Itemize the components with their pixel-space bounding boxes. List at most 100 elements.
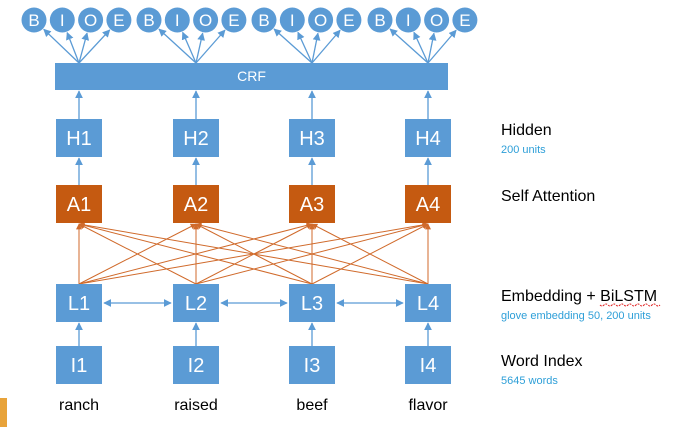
attention-arrow: [311, 223, 429, 285]
tag-arrow: [78, 29, 111, 64]
embedding-box: L2: [173, 284, 219, 322]
attention-arrow: [78, 223, 197, 285]
tag-arrow: [427, 29, 457, 64]
tag-circle-shape: [106, 7, 132, 33]
index-title: Word Index: [501, 353, 583, 370]
tag-circle: B: [367, 7, 393, 33]
attention-box-label: A4: [416, 194, 440, 216]
index-box-label: I3: [304, 355, 321, 377]
index-box: I3: [289, 346, 335, 384]
tag-arrow: [158, 28, 197, 64]
tag-circle-shape: [367, 7, 393, 33]
tag-arrow: [297, 31, 313, 64]
attention-box: A3: [289, 185, 335, 223]
index-subtitle: 5645 words: [501, 375, 558, 387]
index-box-label: I4: [420, 355, 437, 377]
attention-box-rect: [289, 185, 335, 223]
attention-box: A2: [173, 185, 219, 223]
tag-circle: I: [164, 7, 190, 33]
corner-accent: [0, 398, 7, 427]
layer-legend: Hidden 200 units Self Attention Embeddin…: [501, 122, 661, 387]
attention-box: A1: [56, 185, 102, 223]
attention-box-label: A3: [300, 194, 324, 216]
tag-label: E: [459, 11, 470, 30]
embedding-box-rect: [289, 284, 335, 322]
tag-circle-shape: [308, 7, 334, 33]
embedding-box-rect: [173, 284, 219, 322]
tag-arrow: [43, 28, 80, 64]
index-box-rect: [173, 346, 219, 384]
connection-arrows: [43, 28, 457, 346]
hidden-title: Hidden: [501, 122, 552, 139]
embedding-box-label: L1: [68, 293, 90, 315]
tag-circle: B: [136, 7, 162, 33]
index-box: I4: [405, 346, 451, 384]
embedding-box-label: L3: [301, 293, 323, 315]
embedding-box: L1: [56, 284, 102, 322]
tag-arrow: [273, 28, 313, 64]
hidden-box-rect: [405, 119, 451, 157]
tag-circle-shape: [251, 7, 277, 33]
tag-circle: B: [251, 7, 277, 33]
crf-label: CRF: [237, 68, 266, 84]
tag-circle-shape: [193, 7, 219, 33]
tag-circle: O: [308, 7, 334, 33]
tag-label: I: [406, 11, 411, 30]
tag-label: B: [374, 11, 385, 30]
hidden-subtitle: 200 units: [501, 144, 546, 156]
attention-arrow: [78, 222, 313, 285]
tag-label: I: [175, 11, 180, 30]
attention-box-label: A1: [67, 194, 91, 216]
tag-circle: B: [21, 7, 47, 33]
index-box-rect: [289, 346, 335, 384]
attention-box-label: A2: [184, 194, 208, 216]
tag-label: B: [143, 11, 154, 30]
tag-label: B: [28, 11, 39, 30]
tag-label: E: [228, 11, 239, 30]
tag-circle-shape: [452, 7, 478, 33]
index-box: I1: [56, 346, 102, 384]
tag-arrow: [181, 31, 197, 64]
hidden-box-rect: [173, 119, 219, 157]
embedding-subtitle: glove embedding 50, 200 units: [501, 310, 651, 322]
hidden-box: H2: [173, 119, 219, 157]
tag-arrow: [78, 32, 90, 64]
tag-label: O: [314, 11, 327, 30]
tag-circle: I: [279, 7, 305, 33]
tag-circle: E: [336, 7, 362, 33]
hidden-box: H4: [405, 119, 451, 157]
tag-arrow: [311, 32, 321, 64]
tag-circle: O: [193, 7, 219, 33]
hidden-box-label: H3: [299, 128, 325, 150]
tag-circle: E: [452, 7, 478, 33]
tag-label: O: [430, 11, 443, 30]
index-box-label: I1: [71, 355, 88, 377]
tag-circle: O: [78, 7, 104, 33]
embedding-box: L4: [405, 284, 451, 322]
tag-circle: I: [49, 7, 75, 33]
tag-label: I: [290, 11, 295, 30]
attention-title: Self Attention: [501, 188, 595, 205]
tag-circle: E: [221, 7, 247, 33]
tag-circle-shape: [49, 7, 75, 33]
tag-circle-shape: [21, 7, 47, 33]
hidden-box: H3: [289, 119, 335, 157]
index-box-rect: [405, 346, 451, 384]
word-label: raised: [174, 397, 218, 414]
tag-circle: E: [106, 7, 132, 33]
input-words: ranch raised beef flavor: [59, 397, 448, 414]
attention-arrow: [195, 222, 429, 285]
attention-box-rect: [56, 185, 102, 223]
embedding-box-label: L4: [417, 293, 439, 315]
embedding-box-rect: [56, 284, 102, 322]
tag-arrow: [66, 31, 80, 64]
tag-arrow: [413, 31, 429, 64]
embedding-box-rect: [405, 284, 451, 322]
index-box-rect: [56, 346, 102, 384]
tag-label: I: [60, 11, 65, 30]
embedding-box-label: L2: [185, 293, 207, 315]
tag-label: O: [84, 11, 97, 30]
attention-box-rect: [173, 185, 219, 223]
